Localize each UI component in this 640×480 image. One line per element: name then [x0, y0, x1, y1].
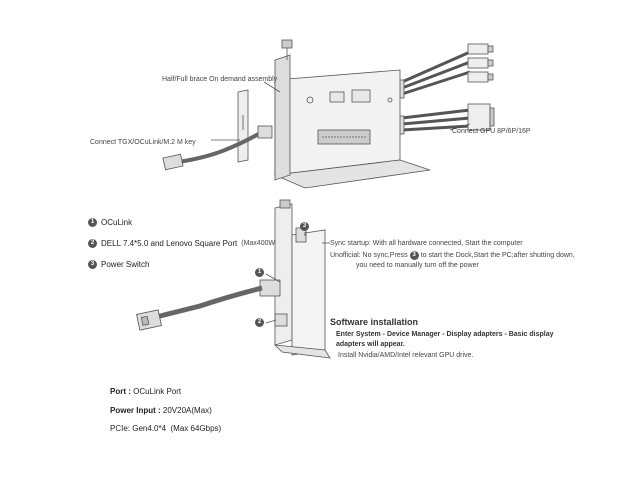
- sync-line-2-pre: Unofficial: No sync,Press: [330, 252, 408, 259]
- power-port: [274, 313, 288, 327]
- sync-line-2: Unofficial: No sync,Press 3 to start the…: [330, 251, 575, 260]
- top-oculink-cable: [177, 130, 264, 164]
- spec-port-value: OCuLink Port: [133, 387, 182, 396]
- spec-power-label: Power Input :: [110, 406, 161, 415]
- spec-port: Port : OCuLink Port: [110, 387, 181, 396]
- software-line-3: Install Nvidia/AMD/Intel relevant GPU dr…: [338, 352, 474, 359]
- legend-label: OCuLink: [101, 218, 133, 227]
- callout-2: 2: [255, 318, 264, 327]
- gpu-connector-top-1: [467, 43, 489, 55]
- label-connect-tgx: Connect TGX/OCuLink/M.2 M key: [90, 139, 196, 146]
- legend-number: 3: [88, 260, 97, 269]
- legend-item-oculink: 1 OCuLink: [88, 218, 277, 227]
- gpu-connector-top-3: [467, 71, 489, 83]
- bottom-dock-bracket: [274, 203, 293, 346]
- spec-power: Power Input : 20V20A(Max): [110, 406, 212, 415]
- top-dock-board: [274, 69, 401, 176]
- callout-1: 1: [255, 268, 264, 277]
- spec-port-label: Port :: [110, 387, 131, 396]
- callout-3: 3: [300, 222, 309, 231]
- gpu-cable-upper: [401, 50, 471, 84]
- sync-line-2-num: 3: [409, 251, 419, 260]
- legend-label: Power Switch: [101, 260, 150, 269]
- top-dock-illustration: [162, 39, 495, 189]
- spec-pcie-label: PCIe:: [110, 424, 131, 433]
- spec-pcie-value: Gen4.0*4 (Max 64Gbps): [132, 424, 222, 433]
- top-oculink-plug: [162, 153, 184, 171]
- legend-label: DELL 7.4*5.0 and Lenovo Square Port: [101, 239, 238, 248]
- spec-power-value: 20V20A(Max): [162, 406, 212, 415]
- legend-number: 2: [88, 239, 97, 248]
- label-brace: Half/Full brace On demand assembly: [162, 76, 278, 83]
- gpu-connector-top-2: [467, 57, 489, 69]
- spec-pcie: PCIe: Gen4.0*4 (Max 64Gbps): [110, 424, 221, 433]
- bottom-oculink-port: [259, 279, 281, 297]
- sync-line-3: you need to manually turn off the power: [356, 262, 479, 269]
- legend-item-power-port: 2 DELL 7.4*5.0 and Lenovo Square Port (M…: [88, 239, 277, 248]
- legend-sub: (Max400W): [241, 240, 278, 247]
- label-connect-gpu: Connect GPU 8P/6P/16P: [452, 128, 531, 135]
- legend-number: 1: [88, 218, 97, 227]
- bottom-oculink-cable: [151, 285, 263, 321]
- software-line-1: Enter System - Device Manager - Display …: [336, 331, 554, 338]
- bottom-dock-board: [291, 229, 326, 356]
- sync-line-1: Sync startup: With all hardware connecte…: [330, 240, 523, 247]
- legend-item-power-switch: 3 Power Switch: [88, 260, 277, 269]
- software-line-2: adapters will appear.: [336, 341, 405, 348]
- software-title: Software installation: [330, 317, 419, 327]
- sync-line-2-post: to start the Dock,Start the PC;after shu…: [420, 252, 575, 259]
- software-installation: Software installation Enter System - Dev…: [330, 317, 553, 359]
- port-legend: 1 OCuLink 2 DELL 7.4*5.0 and Lenovo Squa…: [88, 218, 277, 269]
- bottom-oculink-plug: [136, 309, 162, 331]
- gpu-connector-bottom: [467, 103, 491, 131]
